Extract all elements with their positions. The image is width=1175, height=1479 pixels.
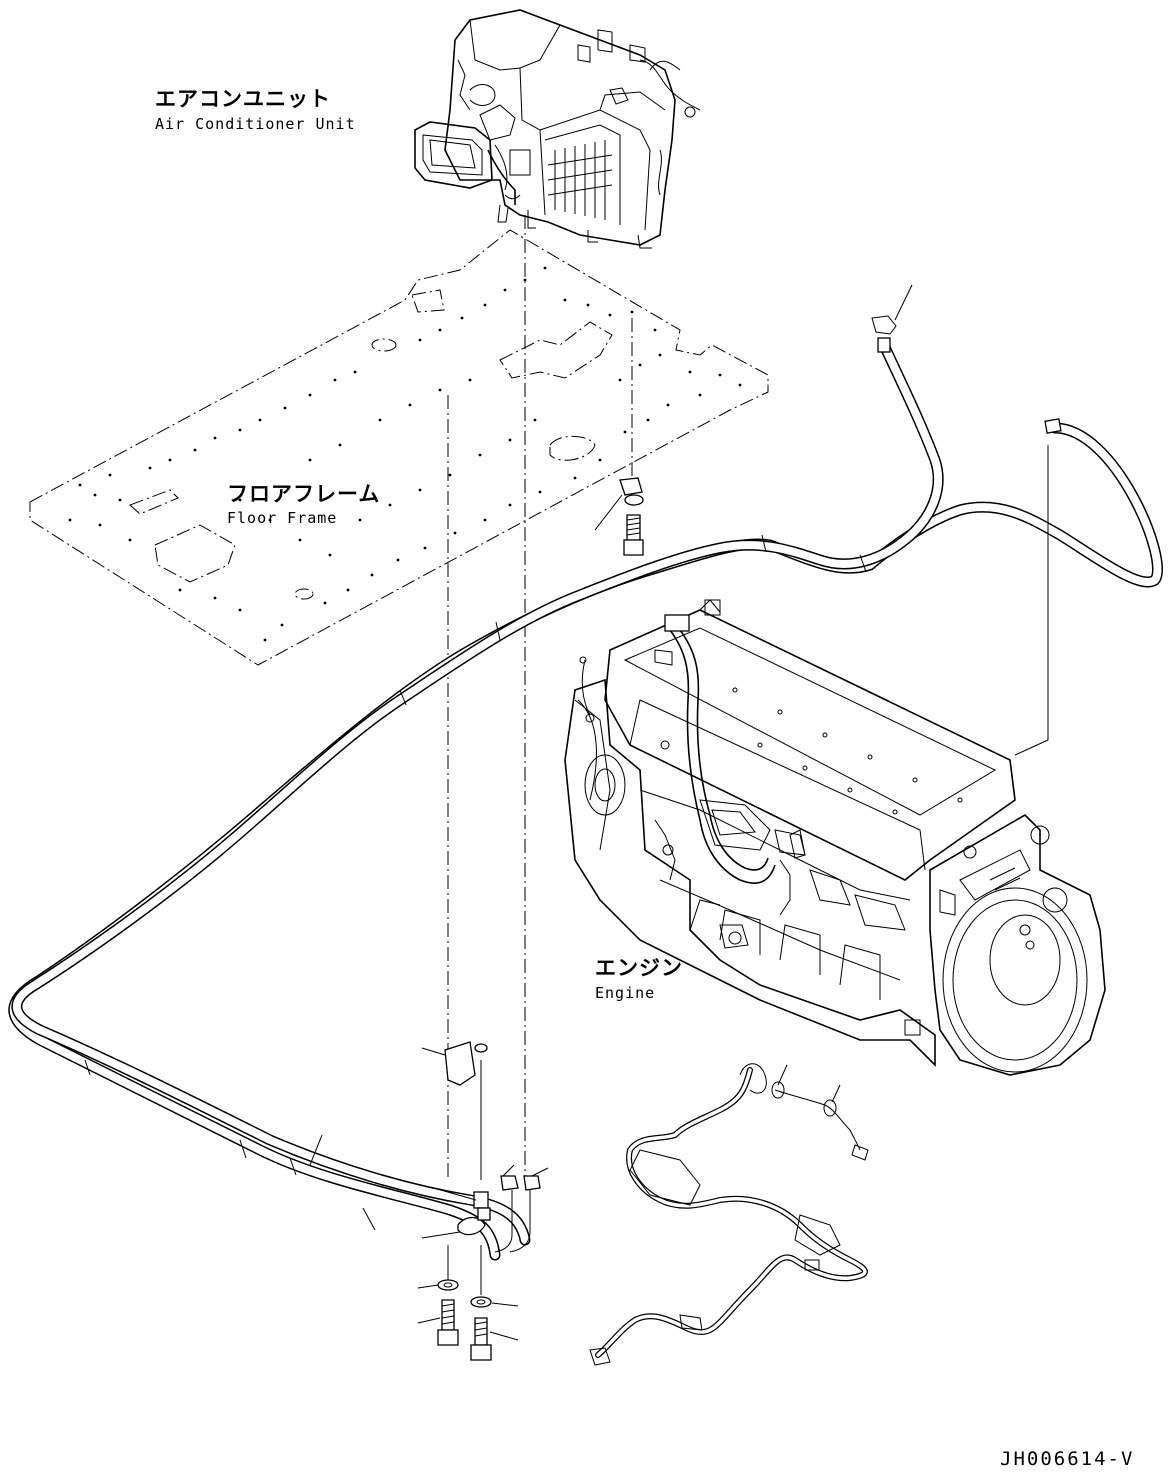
floor-frame — [29, 229, 769, 666]
drawing-code: JH006614-V — [1000, 1448, 1135, 1470]
air-conditioner-unit-label-jp: エアコンユニット — [155, 87, 331, 111]
engine-label-en: Engine — [595, 984, 656, 1002]
air-conditioner-unit — [414, 9, 701, 249]
refrigerant-hoses — [8, 315, 1163, 1261]
air-conditioner-unit-label-en: Air Conditioner Unit — [155, 115, 356, 133]
engine — [564, 599, 1106, 1076]
floor-frame-label-en: Floor Frame — [227, 509, 338, 527]
floor-frame-holes — [68, 266, 742, 642]
floor-frame-label-jp: フロアフレーム — [227, 482, 381, 506]
fasteners — [309, 284, 1049, 1361]
engine-head-bolts — [732, 687, 963, 815]
wiring-harness — [589, 1063, 869, 1366]
engine-label-jp: エンジン — [595, 956, 683, 980]
